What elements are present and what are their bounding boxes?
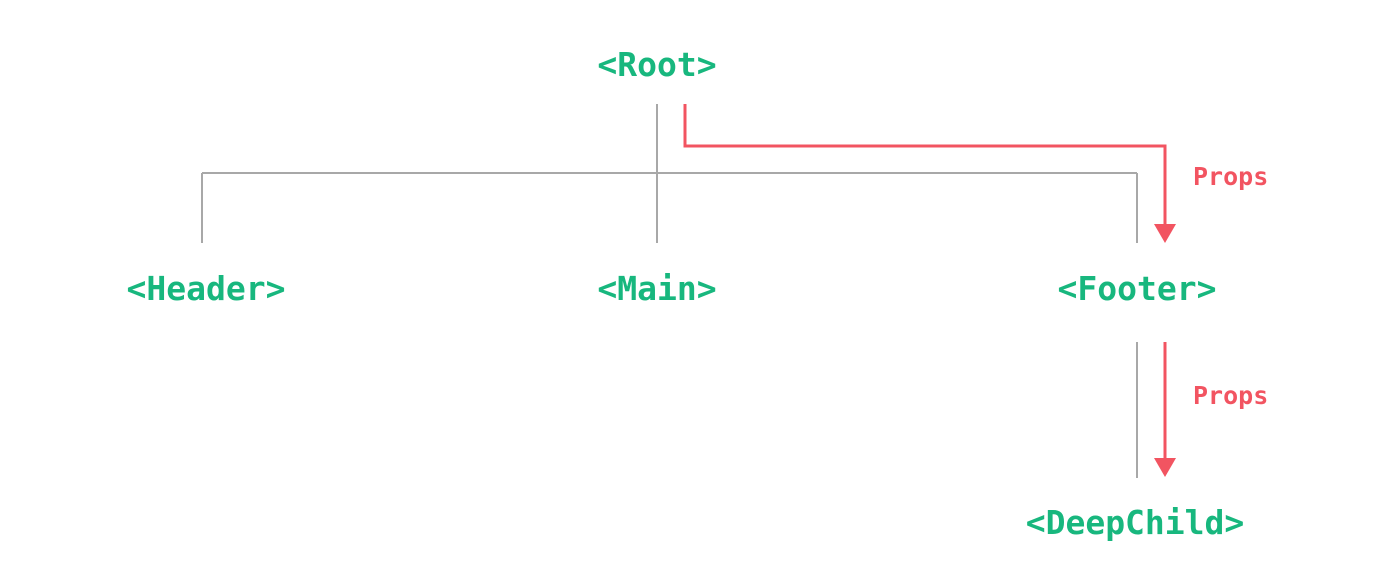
props-label-root-to-footer: Props xyxy=(1193,162,1268,191)
tree-connectors xyxy=(201,104,1138,478)
props-label-footer-to-deep-child: Props xyxy=(1193,381,1268,410)
node-root: <Root> xyxy=(597,45,716,84)
props-arrow-path xyxy=(683,104,1167,228)
props-arrow-root-to-footer xyxy=(683,104,1176,243)
node-deep-child: <DeepChild> xyxy=(1026,503,1245,542)
node-main: <Main> xyxy=(597,269,716,308)
arrow-head-icon xyxy=(1154,458,1176,477)
props-arrow-footer-to-deep-child xyxy=(1154,342,1176,477)
node-footer: <Footer> xyxy=(1058,269,1217,308)
node-header: <Header> xyxy=(127,269,286,308)
arrow-head-icon xyxy=(1154,224,1176,243)
